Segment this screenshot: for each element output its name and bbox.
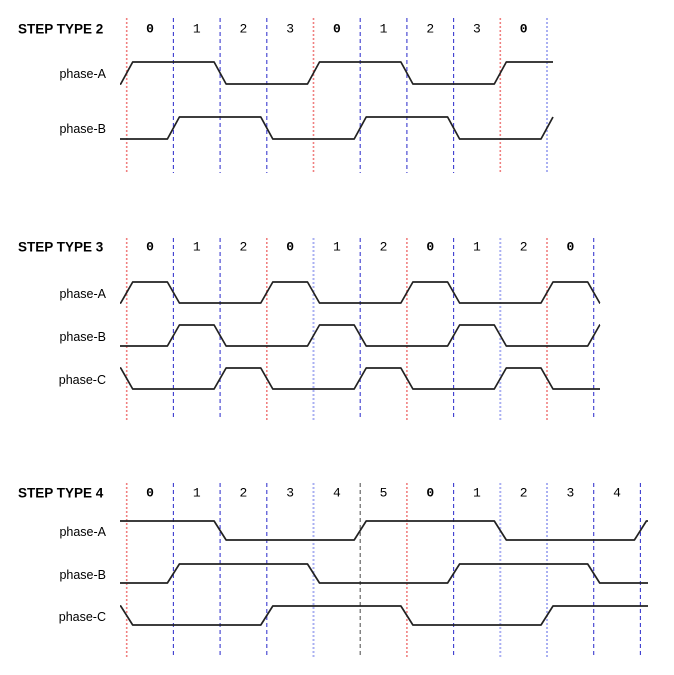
step-number-3: 3 xyxy=(566,485,575,501)
step-number-1: 1 xyxy=(473,239,481,255)
step-number-2: 2 xyxy=(426,21,435,37)
section-title-step-type-2: STEP TYPE 2 xyxy=(18,21,104,37)
waveform-section3-phase-B xyxy=(120,324,601,347)
step-number-0: 0 xyxy=(519,21,528,37)
step-number-3: 3 xyxy=(473,21,481,37)
step-number-1: 1 xyxy=(192,21,201,37)
step-number-2: 2 xyxy=(519,485,528,501)
step-number-2: 2 xyxy=(239,239,248,255)
step-number-0: 0 xyxy=(426,485,435,501)
phase-label-phase-A: phase-A xyxy=(59,286,106,301)
step-number-4: 4 xyxy=(613,485,621,501)
step-number-4: 4 xyxy=(332,485,341,501)
step-number-0: 0 xyxy=(332,21,341,37)
phase-label-phase-B: phase-B xyxy=(59,122,106,136)
phase-label-phase-C: phase-C xyxy=(58,609,106,624)
waveform-section2-phase-A xyxy=(119,61,553,85)
step-number-1: 1 xyxy=(332,239,341,255)
step-number-1: 1 xyxy=(473,485,481,501)
step-number-3: 3 xyxy=(286,485,295,501)
step-number-2: 2 xyxy=(239,485,248,501)
step-number-0: 0 xyxy=(426,239,435,255)
section-title-step-type-3: STEP TYPE 3 xyxy=(18,239,104,255)
step-number-0: 0 xyxy=(566,239,575,255)
step-number-3: 3 xyxy=(286,21,295,37)
phase-label-phase-A: phase-A xyxy=(59,524,106,539)
waveform-section2-phase-B xyxy=(120,116,554,140)
step-number-0: 0 xyxy=(146,485,154,501)
step-number-1: 1 xyxy=(379,21,388,37)
waveform-section3-phase-A xyxy=(119,281,601,304)
phase-label-phase-C: phase-C xyxy=(58,372,106,387)
step-number-1: 1 xyxy=(192,239,201,255)
step-number-0: 0 xyxy=(146,21,154,37)
step-number-1: 1 xyxy=(192,485,201,501)
step-number-2: 2 xyxy=(379,239,388,255)
phase-label-phase-B: phase-B xyxy=(59,329,106,344)
step-number-2: 2 xyxy=(239,21,248,37)
waveform-section4-phase-A xyxy=(120,520,648,541)
step-number-0: 0 xyxy=(146,239,154,255)
step-number-2: 2 xyxy=(519,239,528,255)
step-number-0: 0 xyxy=(286,239,295,255)
waveform-section4-phase-B xyxy=(120,563,648,584)
waveform-section3-phase-C xyxy=(119,367,600,390)
phase-label-phase-A: phase-A xyxy=(59,67,106,81)
step-number-5: 5 xyxy=(379,485,388,501)
section-title-step-type-4: STEP TYPE 4 xyxy=(18,485,104,501)
phase-label-phase-B: phase-B xyxy=(59,567,106,582)
waveform-section4-phase-C xyxy=(119,605,648,626)
